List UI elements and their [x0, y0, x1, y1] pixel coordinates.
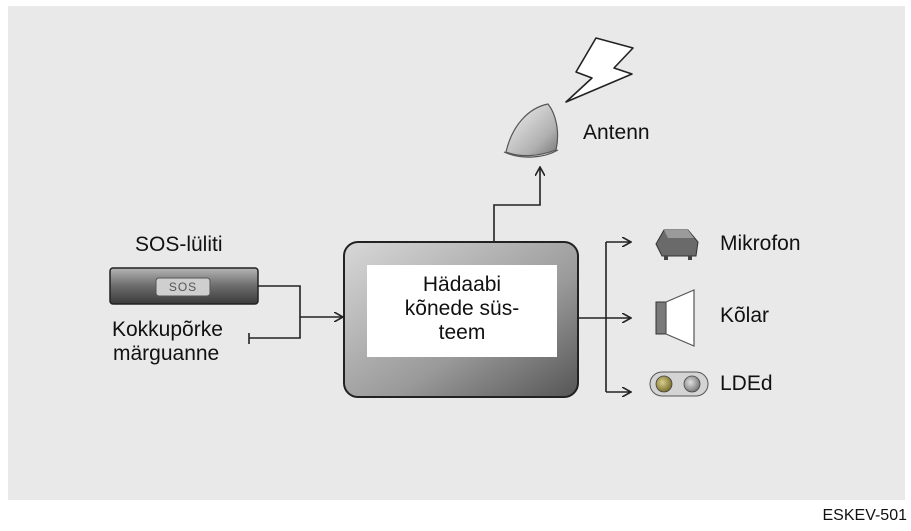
antenna-wire — [493, 168, 540, 242]
system-box-label: Hädaabi kõnede süs- teem — [367, 265, 557, 357]
speaker-icon — [655, 289, 695, 347]
microphone-label: Mikrofon — [720, 232, 801, 255]
antenna-label: Antenn — [583, 121, 650, 144]
leds-icon — [649, 371, 709, 397]
speaker-label: Kõlar — [720, 304, 770, 327]
sos-switch-title: SOS-lüliti — [135, 233, 223, 256]
system-box-line1: Hädaabi — [422, 273, 502, 296]
crash-signal-label-line1: Kokkupõrke — [112, 318, 223, 341]
microphone-icon — [655, 229, 699, 260]
leds-label: LDEd — [720, 372, 773, 395]
lightning-icon — [565, 37, 634, 103]
system-box-line3: teem — [438, 321, 486, 344]
figure-code: ESKEV-501 — [822, 507, 908, 524]
output-wires — [578, 242, 630, 392]
antenna-icon — [503, 103, 559, 158]
crash-signal-label-line2: märguanne — [113, 342, 220, 365]
system-box-line2: kõnede süs- — [404, 297, 520, 320]
sos-switch-device — [109, 267, 259, 305]
input-wires — [248, 285, 342, 344]
sos-button-label: SOS — [168, 280, 198, 294]
